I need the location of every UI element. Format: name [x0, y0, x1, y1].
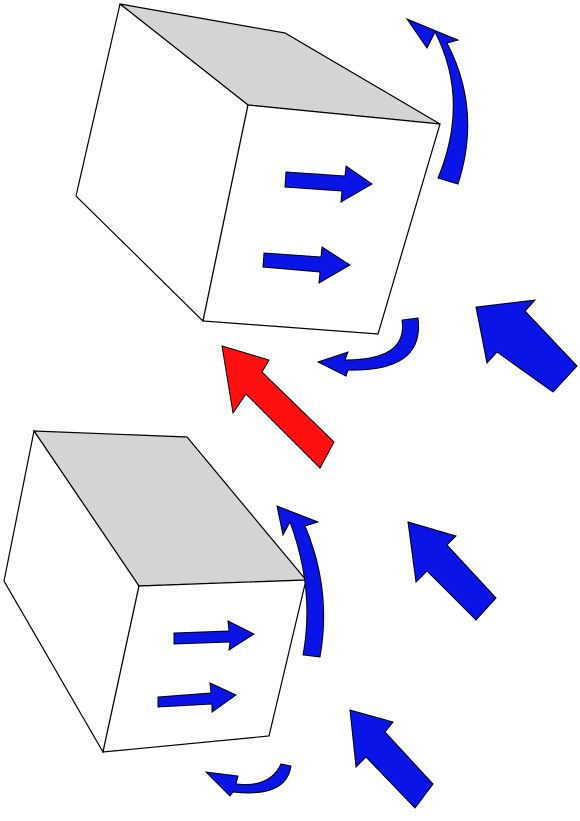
lower-block-front-face: [102, 579, 307, 753]
upper-curved-arrow-top: [405, 17, 469, 185]
upper-inner-arrow-2: [262, 246, 351, 284]
upper-inner-arrow-1: [284, 165, 373, 203]
lower-block: [3, 429, 308, 754]
upper-block: [75, 2, 441, 335]
incoming-flow-arrow-2: [407, 521, 497, 621]
lower-inner-arrow-1: [173, 620, 256, 651]
incoming-flow-arrow-1: [475, 299, 578, 393]
red-resultant-arrow: [221, 345, 335, 469]
lower-curved-arrow-bottom: [204, 763, 292, 797]
incoming-flow-arrow-3: [349, 709, 434, 809]
upper-block-front-face: [202, 104, 441, 335]
upper-curved-arrow-bottom: [316, 317, 420, 377]
lower-curved-arrow-top: [276, 505, 325, 658]
lower-inner-arrow-2: [157, 682, 237, 713]
